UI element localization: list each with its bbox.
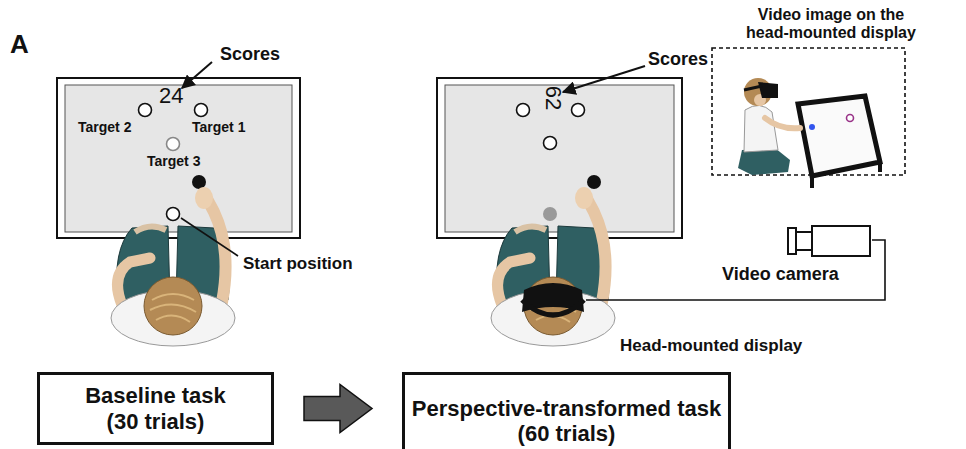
node-text: Baseline task <box>85 383 226 408</box>
camera-label: Video camera <box>722 265 839 285</box>
target-label: Target 3 <box>147 154 200 169</box>
scores-label: Scores <box>648 50 708 70</box>
node-text: Video image on the head-mounted display <box>697 6 965 43</box>
inset-heading: Video image on the head-mounted display <box>697 2 965 46</box>
scores-label: Scores <box>220 45 280 65</box>
target-label: Target 2 <box>78 120 131 135</box>
node-text: (60 trials) <box>518 421 616 446</box>
task-box: Perspective-transformed task(60 trials) <box>402 372 731 449</box>
target-label: Target 1 <box>192 120 245 135</box>
score-value: 24 <box>159 84 183 108</box>
task-box: Baseline task(30 trials) <box>37 372 274 445</box>
hmd-label: Head-mounted display <box>620 337 802 356</box>
node-text: (30 trials) <box>107 409 205 434</box>
panel-letter: A <box>10 30 29 59</box>
start-label: Start position <box>243 255 353 274</box>
node-text: Perspective-transformed task <box>412 396 721 421</box>
block-arrow <box>304 385 372 433</box>
score-value: 62 <box>541 86 565 110</box>
